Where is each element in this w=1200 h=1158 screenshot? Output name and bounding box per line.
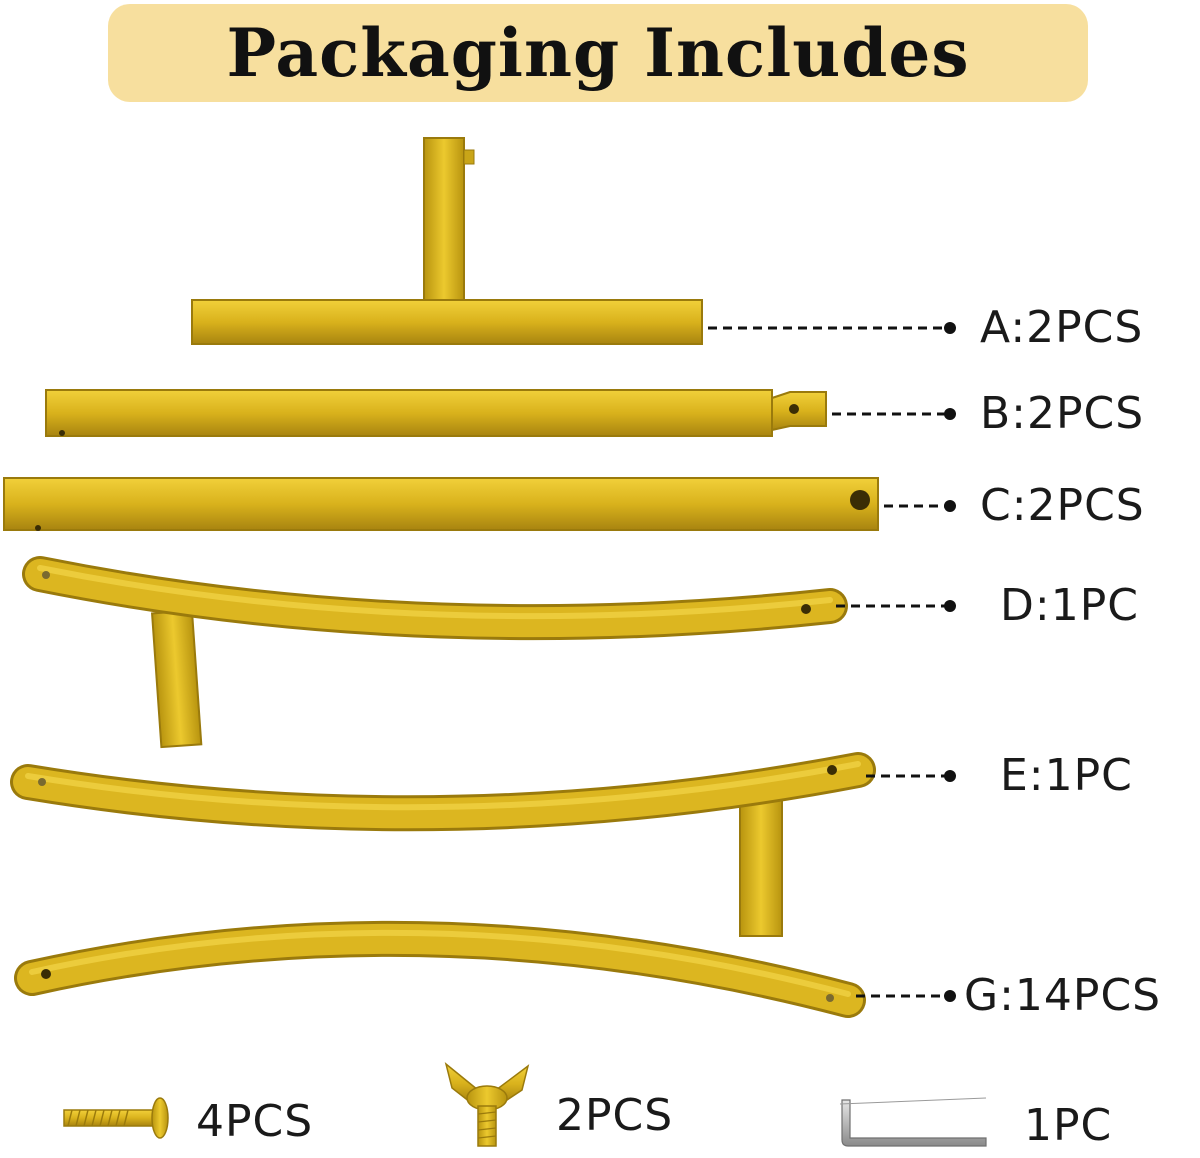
part-d-label: D:1PC [1000,580,1139,631]
title-banner: Packaging Includes [108,4,1088,102]
leader-lines [708,326,948,998]
bolt-count: 4PCS [196,1096,314,1147]
part-e-label: E:1PC [1000,750,1133,801]
wing-nut-icon [444,1061,530,1147]
part-g-label: G:14PCS [964,970,1162,1021]
part-a-tube [191,137,703,345]
part-c-tube [3,477,879,531]
part-a-label: A:2PCS [980,302,1144,353]
part-b-tube [45,389,827,437]
hex-key-icon [839,1097,987,1147]
part-b-label: B:2PCS [980,388,1145,439]
part-d-tube [22,556,848,749]
bolt-icon [63,1097,169,1139]
wing-nut-count: 2PCS [556,1090,674,1141]
part-e-tube [10,752,876,937]
leader-dots [944,322,956,1002]
part-g-tube [14,920,866,1018]
hex-key-count: 1PC [1024,1100,1113,1151]
page-title: Packaging Includes [226,14,970,92]
part-c-label: C:2PCS [980,480,1145,531]
